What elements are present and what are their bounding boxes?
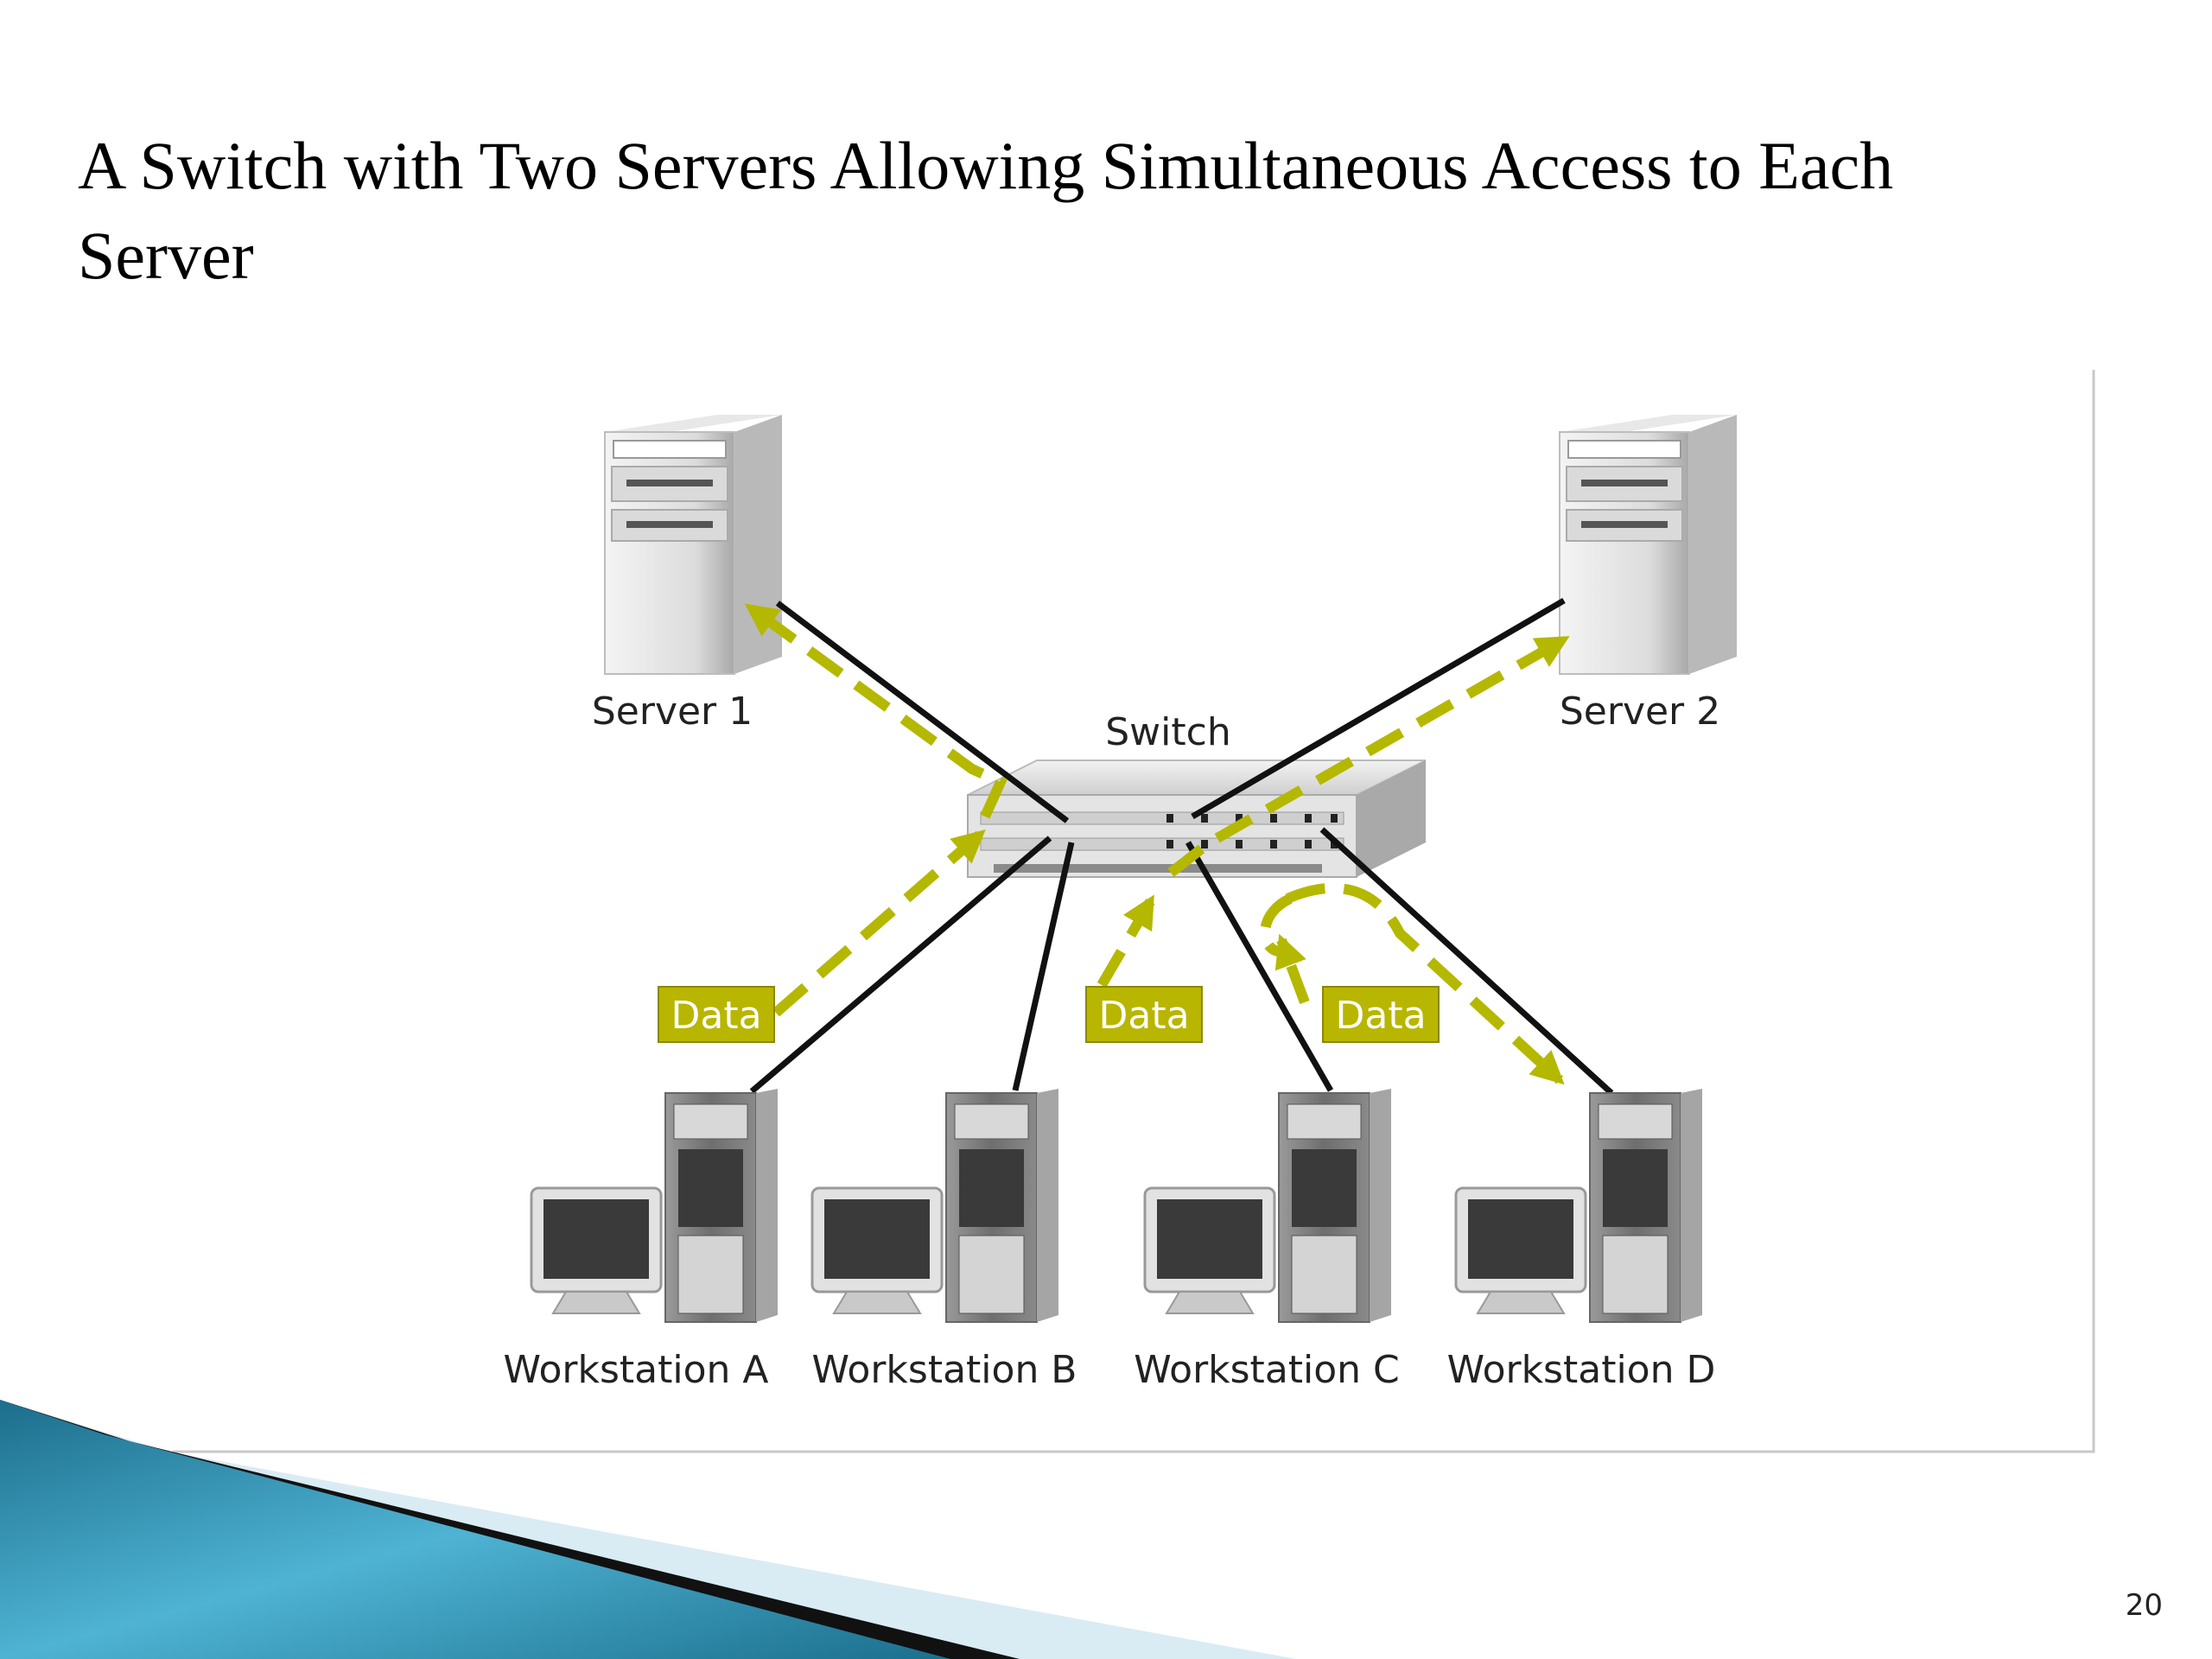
workstation-c-label: Workstation C: [1134, 1348, 1400, 1392]
server-1-label: Server 1: [592, 690, 753, 734]
slide-title: A Switch with Two Servers Allowing Simul…: [78, 128, 1894, 293]
data-tag-3: Data: [1322, 986, 1440, 1043]
cables: [749, 597, 1614, 1096]
flow-switch-to-server-2: [1167, 634, 1570, 877]
server-2-label: Server 2: [1560, 690, 1720, 734]
cable-workstation-b: [1012, 842, 1075, 1091]
workstation-b-label: Workstation B: [811, 1348, 1077, 1392]
svg-text:Data: Data: [1098, 994, 1189, 1038]
flow-c-to-switch: [1096, 894, 1156, 988]
workstation-a: [530, 1089, 778, 1323]
cable-server-1: [775, 601, 1070, 823]
page-number: 20: [2125, 1588, 2163, 1623]
workstation-d: [1454, 1089, 1702, 1323]
data-flows: [744, 603, 1570, 1085]
data-tag-1: Data: [658, 986, 775, 1043]
workstation-a-label: Workstation A: [504, 1348, 769, 1392]
flow-d-to-switch: [1274, 933, 1310, 1005]
svg-text:Data: Data: [671, 994, 761, 1038]
workstation-c: [1143, 1089, 1391, 1323]
cable-workstation-c: [1185, 841, 1334, 1092]
flow-switch-to-workstation-d: [1285, 882, 1565, 1085]
server-2: [1559, 415, 1737, 675]
server-1: [604, 415, 782, 675]
data-tag-2: Data: [1085, 986, 1203, 1043]
cable-workstation-d: [1319, 827, 1614, 1096]
workstation-b: [810, 1089, 1058, 1323]
workstation-d-label: Workstation D: [1447, 1348, 1716, 1392]
cable-server-2: [1191, 597, 1566, 820]
flow-a-to-switch: [772, 829, 986, 1017]
svg-text:Data: Data: [1335, 994, 1426, 1038]
flow-switch-to-server-1: [744, 603, 1007, 819]
switch-label: Switch: [1105, 710, 1230, 754]
diagram-frame: [173, 370, 2095, 1453]
cable-workstation-a: [749, 836, 1052, 1094]
